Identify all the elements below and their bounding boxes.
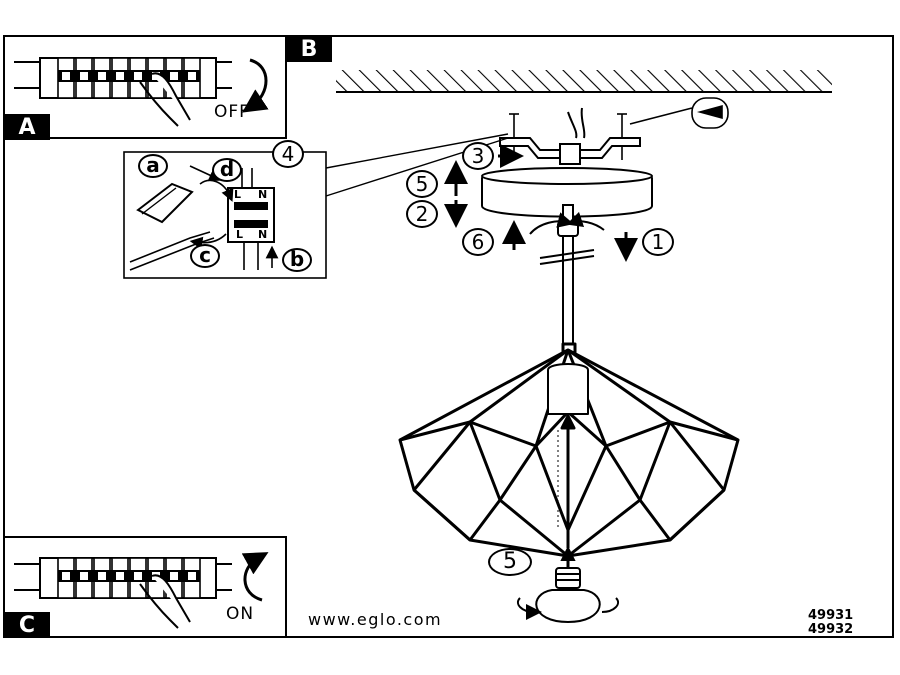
breaker-panel-c [14,552,269,629]
step-4-badge: 4 [272,140,304,168]
connector-label-d: d [212,158,242,182]
cable [529,204,605,346]
step-3-badge: 3 [462,142,494,170]
step-2-badge: 2 [406,200,438,228]
step-6-badge: 6 [462,228,494,256]
page-frame [3,35,894,638]
panel-a-label: A [4,114,50,140]
connector-label-b: b [282,248,312,272]
terminal-n-top: N [258,188,268,201]
off-label: OFF [214,102,250,122]
step-arrows [444,144,638,262]
terminal-n-bottom: N [258,228,268,241]
lamp-shade [398,342,740,558]
step-5-badge-bulb: 5 [488,548,532,576]
website-text: www.eglo.com [308,610,443,629]
step-1-badge: 1 [642,228,674,256]
light-bulb [516,545,620,624]
terminal-l-top: L [234,188,242,201]
mounting-screws [509,97,729,160]
product-code-2: 49932 [808,622,854,637]
mounting-bracket [499,107,641,165]
panel-b-label: B [286,36,332,62]
ceiling-hatch [336,70,832,92]
panel-c-label: C [4,612,50,638]
on-label: ON [226,604,255,624]
product-code-1: 49931 [808,608,854,623]
breaker-panel-a [14,57,269,127]
canopy [481,167,653,218]
connector-label-a: a [138,154,168,178]
step-5-badge-top: 5 [406,170,438,198]
terminal-l-bottom: L [236,228,244,241]
connector-label-c: c [190,244,220,268]
